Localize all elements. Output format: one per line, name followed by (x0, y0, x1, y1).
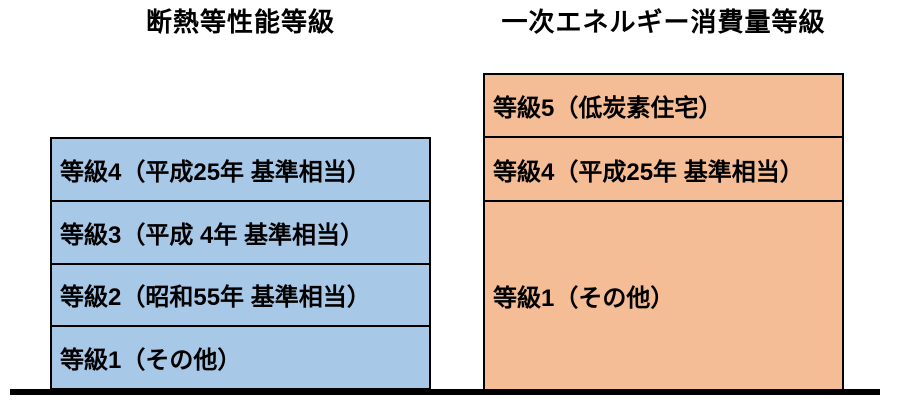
insulation-grade-row-3: 等級3（平成 4年 基準相当） (52, 202, 429, 265)
insulation-grade-row-4: 等級4（平成25年 基準相当） (52, 139, 429, 202)
insulation-grade-row-1: 等級1（その他） (60, 347, 242, 375)
energy-grade-row-1: 等級1（その他） (493, 285, 675, 312)
energy-grade-row-4: 等級4（平成25年 基準相当） (485, 138, 842, 202)
energy-grade-row-5: 等級5（低炭素住宅） (485, 75, 842, 138)
insulation-grade-row-2: 等級2（昭和55年 基準相当） (52, 265, 429, 328)
insulation-grade-title: 断熱等性能等級 (145, 7, 335, 37)
insulation-grade-table: 等級4（平成25年 基準相当） 等級3（平成 4年 基準相当） 等級2（昭和55… (50, 137, 431, 390)
energy-grade-title: 一次エネルギー消費量等級 (501, 7, 826, 37)
baseline-rule (10, 389, 880, 395)
energy-grade-table: 等級5（低炭素住宅） 等級4（平成25年 基準相当） 等級1（その他） (483, 73, 844, 391)
